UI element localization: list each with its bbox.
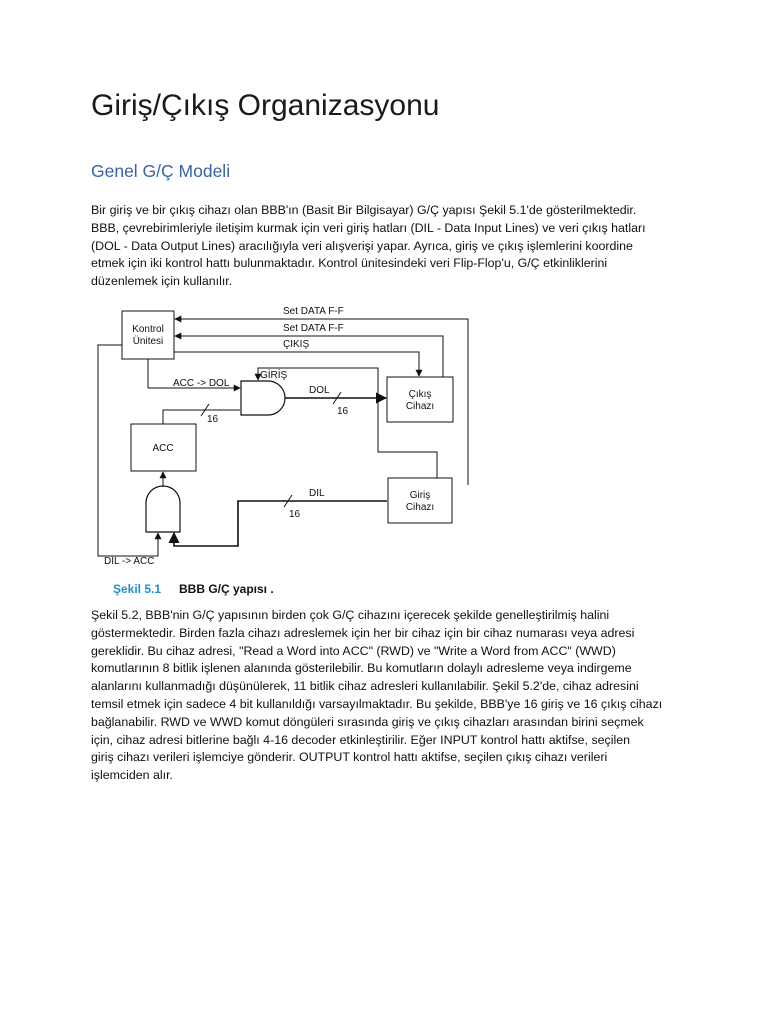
- diagram-canvas: Kontrol Ünitesi ACC Çıkış Cihazı Giriş C…: [97, 306, 469, 596]
- paragraph-line: gereklidir. Bu cihaz adresi, "Read a Wor…: [91, 643, 616, 658]
- paragraph-line: işlemciden alır.: [91, 768, 173, 783]
- output-device-box: [386, 376, 454, 423]
- acc-register-box: [130, 423, 197, 472]
- set-data-ff-line-second: [174, 332, 444, 377]
- acc-bus-width-slash: [200, 403, 210, 417]
- output-and-gate: [240, 380, 286, 416]
- control-unit-label-line2: Ünitesi: [133, 335, 164, 347]
- paragraph-line: göstermektedir. Birden fazla cihazı adre…: [91, 625, 635, 640]
- input-device-label-line1: Giriş: [410, 490, 431, 501]
- paragraph-line: temsil etmek için sadece 4 bit kullanıld…: [91, 696, 663, 711]
- input-control-label: GİRİŞ: [260, 368, 288, 381]
- paragraph-line: Şekil 5.2, BBB'nin G/Ç yapısının birden …: [91, 608, 610, 622]
- dil-bus-width-label: 16: [289, 509, 301, 520]
- paragraph-line: komutlarının 8 bitlik işlenen alanında g…: [91, 661, 632, 676]
- dil-label: DIL: [309, 488, 325, 499]
- input-control-line: [254, 367, 438, 478]
- paragraph-line: bağlanabilir. RWD ve WWD komut döngüleri…: [91, 714, 644, 729]
- input-device-box: [387, 477, 453, 524]
- dol-bus-width-slash: [332, 391, 342, 405]
- output-control-label: ÇIKIŞ: [283, 339, 309, 350]
- paragraph-line: BBB, çevrebirimleriyle iletişim kurmak i…: [91, 220, 646, 235]
- output-control-line: [174, 351, 423, 377]
- input-and-gate: [145, 485, 181, 533]
- section-heading: Genel G/Ç Modeli: [91, 161, 231, 181]
- acc-data-bus: [162, 409, 240, 424]
- paragraph-generalization: Şekil 5.2, BBB'nin G/Ç yapısının birden …: [91, 607, 662, 785]
- paragraph-line: Bir giriş ve bir çıkış cihazı olan BBB'ı…: [91, 203, 637, 217]
- input-device-label-line2: Cihazı: [406, 502, 434, 513]
- dol-bus-width-label: 16: [337, 406, 349, 417]
- paragraph-line: için, cihaz adresi bitlerine bağlı 4-16 …: [91, 732, 631, 747]
- paragraph-line: düzenlemek için kullanılır.: [91, 274, 233, 289]
- dil-bus: [168, 500, 387, 547]
- paragraph-line: (DOL - Data Output Lines) aracılığıyla v…: [91, 238, 633, 253]
- paragraph-line: etmek için iki kontrol hattı bulunmaktad…: [91, 256, 608, 271]
- set-data-ff-line-top: [174, 315, 469, 485]
- dol-label: DOL: [309, 385, 330, 396]
- acc-bus-width-label: 16: [207, 414, 219, 425]
- paragraph-line: giriş cihazı verileri işlemciye gönderir…: [91, 750, 608, 765]
- dil-bus-width-slash: [283, 494, 293, 508]
- page-title: Giriş/Çıkış Organizasyonu: [91, 89, 440, 122]
- io-structure-diagram: Kontrol Ünitesi ACC Çıkış Cihazı Giriş C…: [88, 300, 488, 600]
- paragraph-intro: Bir giriş ve bir çıkış cihazı olan BBB'ı…: [91, 202, 646, 291]
- control-unit-label-line1: Kontrol: [132, 324, 164, 335]
- set-data-ff-label-second: Set DATA F-F: [283, 323, 344, 334]
- set-data-ff-label-top: Set DATA F-F: [283, 306, 344, 317]
- dil-to-acc-control-line: [97, 344, 162, 557]
- output-device-label-line2: Cihazı: [406, 401, 434, 412]
- acc-to-dol-label: ACC -> DOL: [173, 378, 230, 389]
- figure-caption-text: BBB G/Ç yapısı .: [179, 582, 274, 596]
- figure-caption-number: Şekil 5.1: [113, 582, 161, 596]
- acc-register-label: ACC: [152, 443, 173, 454]
- output-device-label-line1: Çıkış: [409, 389, 432, 400]
- dil-to-acc-label: DIL -> ACC: [104, 556, 154, 567]
- paragraph-line: alanlarını kullanmadığı düşünülerek, 11 …: [91, 679, 639, 694]
- control-unit-box: [121, 310, 175, 360]
